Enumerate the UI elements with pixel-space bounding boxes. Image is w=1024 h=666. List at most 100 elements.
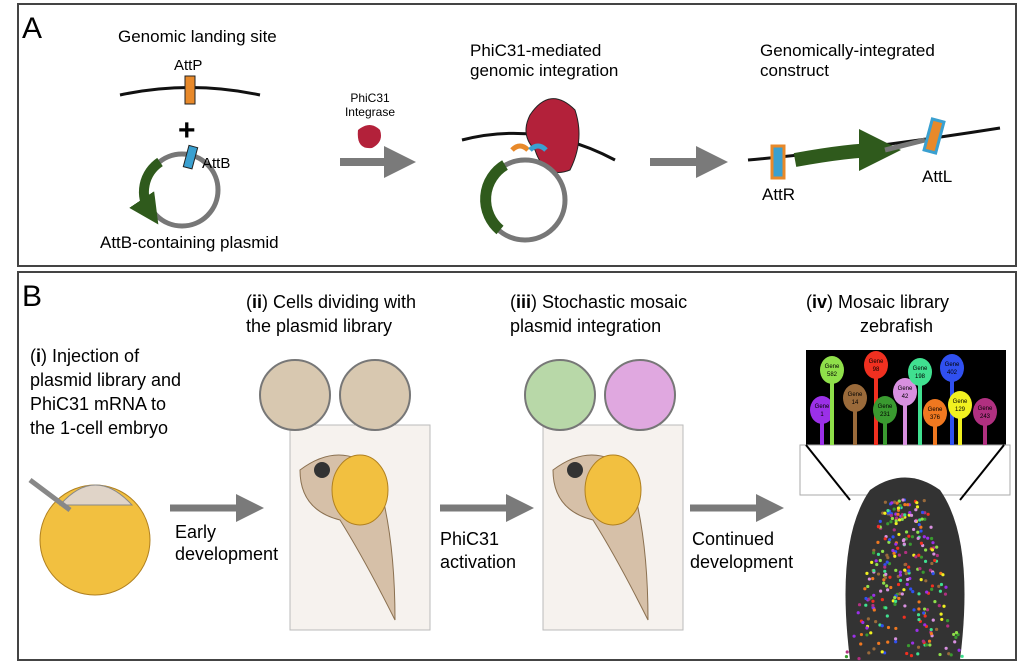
mosaic-dot bbox=[884, 606, 888, 610]
svg-text:(i) Injection of: (i) Injection of bbox=[30, 346, 140, 366]
mosaic-dot bbox=[903, 513, 907, 517]
mosaic-dot bbox=[883, 537, 887, 541]
gene-label: Gene bbox=[869, 359, 884, 365]
mosaic-dot bbox=[922, 535, 926, 539]
mosaic-dot bbox=[925, 590, 929, 594]
mosaic-dot bbox=[923, 623, 927, 627]
mosaic-dot bbox=[933, 558, 937, 563]
mosaic-dot bbox=[911, 590, 915, 594]
plasmid-label: AttB-containing plasmid bbox=[100, 233, 279, 252]
mosaic-dot bbox=[894, 599, 898, 603]
step-1-text: (i) Injection of plasmid library and Phi… bbox=[30, 346, 181, 438]
mosaic-dot bbox=[872, 548, 876, 552]
mosaic-dot bbox=[890, 501, 894, 505]
mosaic-dot bbox=[857, 603, 862, 607]
gene-number: 582 bbox=[827, 372, 838, 378]
mosaic-dot bbox=[922, 611, 926, 615]
mosaic-dot bbox=[906, 503, 910, 507]
mosaic-dot bbox=[922, 607, 927, 611]
plasmid-gene-integrating bbox=[480, 160, 509, 235]
mosaic-dot bbox=[937, 604, 941, 608]
mosaic-dot bbox=[886, 625, 891, 630]
gene-neuron: Gene 582 bbox=[820, 356, 844, 445]
gene-label: Gene bbox=[848, 392, 863, 398]
mosaic-dot bbox=[905, 577, 910, 582]
mosaic-dot bbox=[911, 641, 915, 645]
gene-label: Gene bbox=[825, 364, 840, 370]
gene-number: 14 bbox=[852, 400, 859, 406]
mosaic-dot bbox=[916, 652, 920, 656]
mosaic-dot bbox=[949, 653, 953, 657]
mosaic-dot bbox=[901, 498, 905, 502]
mosaic-dot bbox=[918, 567, 922, 571]
mosaic-dot bbox=[939, 582, 944, 587]
mosaic-dot bbox=[909, 513, 914, 517]
mosaic-dot bbox=[886, 556, 890, 560]
mosaic-dot bbox=[935, 545, 939, 549]
mosaic-dot bbox=[909, 587, 913, 591]
mosaic-dot bbox=[894, 516, 899, 520]
mosaic-dot bbox=[876, 572, 881, 576]
mosaic-dot bbox=[926, 512, 930, 516]
mediated-label-2: genomic integration bbox=[470, 61, 618, 80]
mosaic-dot bbox=[928, 643, 932, 647]
mosaic-dot bbox=[872, 608, 876, 612]
mosaic-dot bbox=[898, 592, 902, 596]
mosaic-dot bbox=[929, 627, 933, 632]
arrow-2-label-2: activation bbox=[440, 552, 516, 572]
mosaic-dot bbox=[902, 538, 906, 542]
mosaic-dot bbox=[953, 640, 957, 644]
mosaic-dot bbox=[931, 572, 935, 576]
gene-number: 376 bbox=[930, 415, 941, 421]
mosaic-dot bbox=[866, 617, 870, 621]
mosaic-dot bbox=[865, 626, 869, 630]
mosaic-dot bbox=[932, 552, 936, 556]
mosaic-dot bbox=[867, 651, 871, 655]
mosaic-dot bbox=[930, 587, 934, 592]
mosaic-dot bbox=[954, 630, 959, 635]
mosaic-dot bbox=[900, 592, 904, 596]
arrow-2-label-1: PhiC31 bbox=[440, 529, 499, 549]
mosaic-dot bbox=[923, 548, 928, 552]
attl-site bbox=[922, 117, 946, 155]
mosaic-dot bbox=[866, 584, 870, 589]
svg-text:(ii) Cells dividing with: (ii) Cells dividing with bbox=[246, 292, 416, 312]
mosaic-dot bbox=[845, 650, 849, 654]
gene-label: Gene bbox=[878, 404, 893, 410]
mosaic-dot bbox=[935, 553, 939, 558]
mosaic-dot bbox=[871, 599, 875, 603]
mosaic-dot bbox=[898, 578, 903, 582]
mosaic-dot bbox=[888, 575, 892, 579]
integrase-icon bbox=[357, 125, 381, 149]
mosaic-dot bbox=[897, 532, 901, 537]
panel-a-frame bbox=[17, 3, 1017, 267]
mosaic-dot bbox=[912, 527, 916, 532]
mosaic-dot bbox=[945, 619, 950, 623]
mosaic-dot bbox=[935, 627, 939, 631]
mosaic-dot bbox=[943, 592, 948, 596]
mosaic-dot bbox=[938, 652, 942, 657]
svg-text:the 1-cell embryo: the 1-cell embryo bbox=[30, 418, 168, 438]
svg-text:PhiC31 mRNA to: PhiC31 mRNA to bbox=[30, 394, 166, 414]
mosaic-dot bbox=[896, 512, 900, 516]
mosaic-dot bbox=[894, 640, 898, 644]
mosaic-dot bbox=[929, 525, 933, 529]
mosaic-dot bbox=[889, 520, 893, 524]
mosaic-dot bbox=[938, 589, 943, 593]
mosaic-dot bbox=[898, 570, 902, 574]
mosaic-dot bbox=[875, 562, 879, 567]
landing-site-label: Genomic landing site bbox=[118, 27, 277, 46]
mosaic-dot bbox=[871, 577, 875, 581]
mosaic-dot bbox=[904, 530, 909, 534]
mosaic-dots bbox=[844, 498, 964, 661]
mosaic-dot bbox=[909, 654, 914, 658]
gene-number: 1 bbox=[820, 412, 824, 418]
mosaic-dot bbox=[889, 585, 893, 590]
mosaic-dot bbox=[941, 573, 945, 577]
mosaic-dot bbox=[886, 522, 890, 526]
mosaic-dot bbox=[894, 542, 898, 546]
embryo-cell bbox=[58, 484, 134, 506]
svg-text:the plasmid library: the plasmid library bbox=[246, 316, 392, 336]
mosaic-dot bbox=[918, 518, 922, 522]
